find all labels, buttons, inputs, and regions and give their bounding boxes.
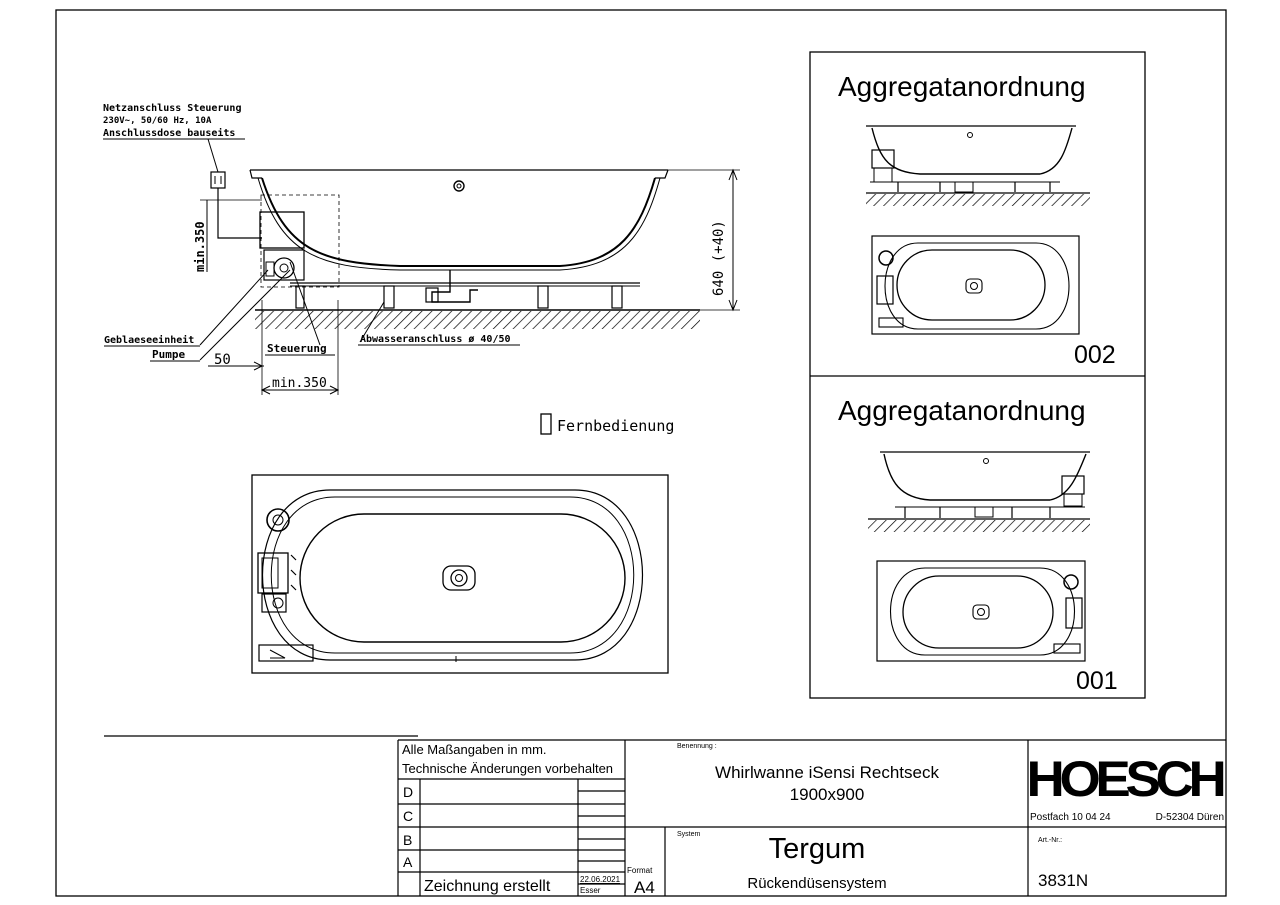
side-view: Netzanschluss Steuerung 230V~, 50/60 Hz,… bbox=[103, 103, 740, 435]
min-width-label: min.350 bbox=[272, 376, 327, 391]
plan-drain bbox=[442, 565, 476, 591]
plan-view bbox=[251, 474, 669, 674]
created-label: Zeichnung erstellt bbox=[424, 878, 551, 895]
notes-line2: Technische Änderungen vorbehalten bbox=[402, 761, 613, 776]
company-address-right: D-52304 Düren bbox=[1156, 812, 1224, 823]
revision-d: D bbox=[403, 784, 413, 800]
power-annotation-line2: 230V~, 50/60 Hz, 10A bbox=[103, 116, 212, 126]
remote-label: Fernbedienung bbox=[557, 417, 674, 435]
variant-001-title: Aggregatanordnung bbox=[838, 395, 1086, 426]
variant-002-title: Aggregatanordnung bbox=[838, 71, 1086, 102]
min-height-label: min.350 bbox=[193, 221, 207, 272]
variant-002-plan bbox=[871, 235, 1080, 335]
created-date: 22.06.2021 bbox=[580, 875, 621, 884]
revision-c: C bbox=[403, 808, 413, 824]
overflow-fitting bbox=[453, 180, 465, 192]
dimension-50: 50 bbox=[214, 352, 231, 368]
variant-001-code: 001 bbox=[1076, 667, 1118, 695]
plan-basin bbox=[299, 513, 626, 643]
remote-icon bbox=[540, 413, 552, 435]
company-logo: HOESCH bbox=[1027, 751, 1224, 807]
floor-hatch bbox=[255, 311, 700, 329]
power-annotation-line3: Anschlussdose bauseits bbox=[103, 127, 235, 139]
pump-symbol bbox=[273, 257, 295, 279]
pump-label: Pumpe bbox=[152, 348, 185, 361]
control-label: Steuerung bbox=[267, 342, 327, 355]
format-value: A4 bbox=[634, 878, 655, 897]
variant-001-side bbox=[868, 451, 1090, 532]
variant-panel: Aggregatanordnung 002 Aggregatanordnung bbox=[809, 51, 1146, 699]
revision-b: B bbox=[403, 832, 412, 848]
variant-002-code: 002 bbox=[1074, 341, 1116, 369]
artnr-value: 3831N bbox=[1038, 871, 1088, 890]
plan-pump bbox=[266, 508, 290, 532]
height-dimension: 640 (+40) bbox=[711, 220, 727, 296]
revision-a: A bbox=[403, 854, 413, 870]
product-size: 1900x900 bbox=[790, 785, 865, 804]
product-name: Whirlwanne iSensi Rechtseck bbox=[715, 763, 939, 782]
title-block-text: Alle Maßangaben in mm. Technische Änderu… bbox=[402, 742, 1228, 897]
format-label: Format bbox=[627, 866, 653, 875]
system-name: Tergum bbox=[769, 833, 866, 865]
artnr-label: Art.-Nr.: bbox=[1038, 837, 1062, 844]
benennung-label: Benennung : bbox=[677, 743, 717, 750]
system-label: System bbox=[677, 831, 701, 838]
title-block bbox=[104, 735, 1226, 896]
variant-002-side bbox=[866, 125, 1090, 206]
variant-001-plan bbox=[876, 560, 1086, 662]
power-annotation-line1: Netzanschluss Steuerung bbox=[103, 103, 241, 114]
notes-line1: Alle Maßangaben in mm. bbox=[402, 742, 547, 757]
junction-box bbox=[210, 171, 226, 189]
drawing-frame bbox=[55, 9, 1227, 897]
created-by: Esser bbox=[580, 886, 601, 895]
company-address-left: Postfach 10 04 24 bbox=[1030, 812, 1111, 823]
system-subtitle: Rückendüsensystem bbox=[747, 875, 886, 892]
blower-label: Geblaeseeinheit bbox=[104, 334, 194, 346]
control-unit bbox=[259, 211, 305, 249]
drain-label: Abwasseranschluss ø 40/50 bbox=[360, 334, 511, 345]
